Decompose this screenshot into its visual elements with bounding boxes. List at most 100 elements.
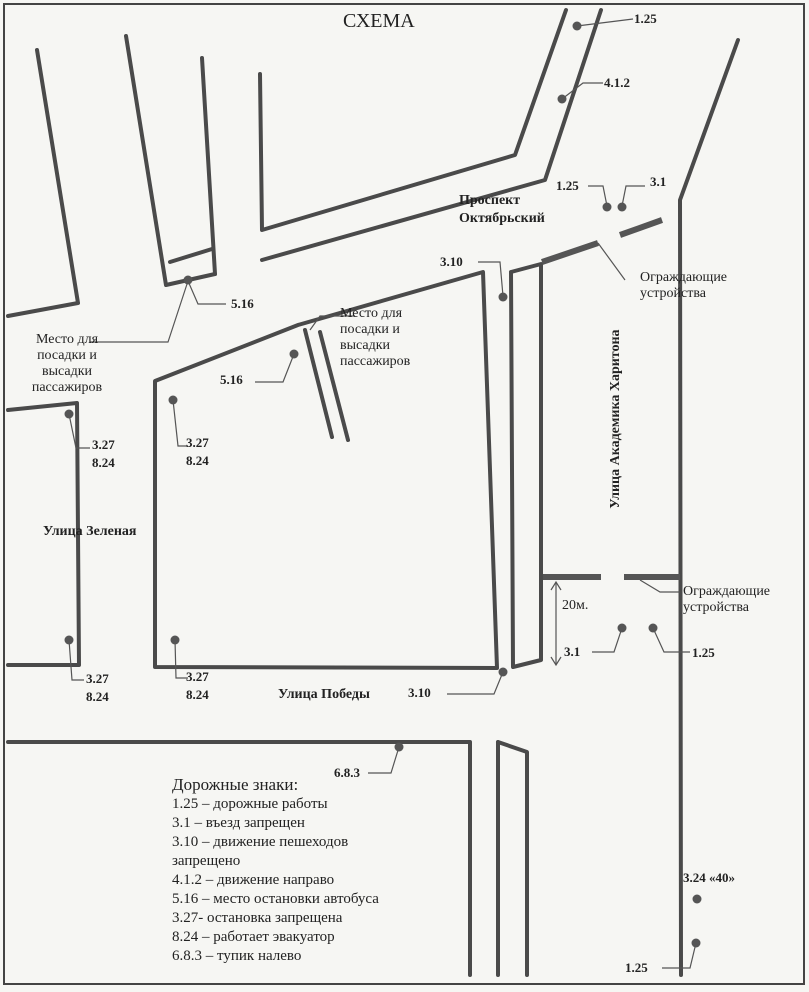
stop-bay-line-b xyxy=(318,330,350,442)
leader-125-last xyxy=(662,942,697,969)
sign-label-683: 6.8.3 xyxy=(334,765,360,780)
distance-arrow-head-top xyxy=(550,580,562,591)
sign-label-327-c: 3.27 xyxy=(86,671,109,686)
sign-label-412: 4.1.2 xyxy=(604,75,630,90)
sign-dot-310-bottom xyxy=(498,667,508,677)
sign-label-824-b: 8.24 xyxy=(186,453,209,468)
sign-label-125-mid: 1.25 xyxy=(556,178,579,193)
leader-412 xyxy=(561,82,603,100)
sign-label-824-a: 8.24 xyxy=(92,455,115,470)
leader-327-b xyxy=(172,399,188,447)
legend-item: 3.27- остановка запрещена xyxy=(172,910,343,926)
sign-label-31-top: 3.1 xyxy=(650,174,667,189)
leader-125-bottom xyxy=(652,627,690,653)
road-block-left-lower xyxy=(6,401,81,667)
road-prospekt-lower xyxy=(260,8,603,262)
road-block-top-left xyxy=(6,48,80,318)
leader-327-a xyxy=(68,413,90,449)
sign-label-31-bottom: 3.1 xyxy=(564,644,581,659)
note-stop-center: Место для посадки и высадки пассажиров xyxy=(340,306,411,369)
sign-label-310-top: 3.10 xyxy=(440,254,463,269)
leader-31-top xyxy=(621,185,645,207)
street-label-zelenaya: Улица Зеленая xyxy=(43,524,137,539)
sign-dot-683 xyxy=(394,742,404,752)
sign-dot-31-bottom xyxy=(617,623,627,633)
distance-arrow-head-bottom xyxy=(550,656,562,667)
road-center-block xyxy=(153,270,499,670)
leader-125-top xyxy=(576,18,634,27)
sign-dot-324 xyxy=(692,894,702,904)
legend-item: запрещено xyxy=(172,853,241,869)
note-barrier-top: Ограждающие устройства xyxy=(640,270,728,301)
sign-dot-327-d xyxy=(170,635,180,645)
street-label-pobedy: Улица Победы xyxy=(278,687,370,702)
legend-item: 5.16 – место остановки автобуса xyxy=(172,891,379,907)
sign-dot-31-top xyxy=(617,202,627,212)
sign-label-125-bottom: 1.25 xyxy=(692,645,715,660)
legend-item: 6.8.3 – тупик налево xyxy=(172,948,302,964)
leader-683 xyxy=(368,746,400,774)
note-stop-left: Место для посадки и высадки пассажиров xyxy=(31,332,103,395)
sign-label-824-c: 8.24 xyxy=(86,689,109,704)
leader-327-c xyxy=(68,639,84,681)
sign-dot-327-a xyxy=(64,409,74,419)
sign-dot-516-left xyxy=(183,275,193,285)
leader-31-bottom xyxy=(592,627,623,653)
leader-310-bottom xyxy=(447,671,504,695)
note-distance: 20м. xyxy=(562,598,589,613)
sign-label-310-bottom: 3.10 xyxy=(408,685,431,700)
sign-label-516-left: 5.16 xyxy=(231,296,254,311)
leader-516-left xyxy=(187,280,226,305)
road-strip-left xyxy=(124,34,217,287)
legend-item: 3.10 – движение пешеходов xyxy=(172,834,349,850)
sign-dot-125-mid xyxy=(602,202,612,212)
road-right-edge xyxy=(678,38,740,977)
street-label-akademika: Улица Академика Харитона xyxy=(608,329,623,509)
legend-item: 4.1.2 – движение направо xyxy=(172,872,335,888)
legend-item: 1.25 – дорожные работы xyxy=(172,796,328,812)
barrier-top-left xyxy=(541,240,599,265)
stop-bay-line-a xyxy=(303,328,334,439)
note-barrier-bottom: Ограждающие устройства xyxy=(683,584,771,615)
road-prospekt-upper xyxy=(258,8,568,232)
road-strip-crossbar xyxy=(168,247,214,264)
sign-label-516-center: 5.16 xyxy=(220,372,243,387)
sign-dot-327-c xyxy=(64,635,74,645)
leader-327-d xyxy=(174,639,188,679)
sign-label-125-top: 1.25 xyxy=(634,11,657,26)
sign-dot-125-top xyxy=(572,21,582,31)
leader-barrier-top xyxy=(597,242,626,281)
leader-516-center xyxy=(255,353,295,383)
sign-label-327-a: 3.27 xyxy=(92,437,115,452)
sign-dot-412 xyxy=(557,94,567,104)
leader-310-top xyxy=(478,261,504,297)
diagram-frame xyxy=(3,3,805,985)
legend-item: 3.1 – въезд запрещен xyxy=(172,815,305,831)
sign-label-824-d: 8.24 xyxy=(186,687,209,702)
sign-label-324: 3.24 «40» xyxy=(683,870,735,885)
legend-title: Дорожные знаки: xyxy=(172,775,299,794)
leader-stop-center xyxy=(309,315,355,331)
sign-label-125-last: 1.25 xyxy=(625,960,648,975)
legend: Дорожные знаки: 1.25 – дорожные работы 3… xyxy=(172,775,379,966)
legend-item: 8.24 – работает эвакуатор xyxy=(172,929,335,945)
sign-dot-310-top xyxy=(498,292,508,302)
leader-barrier-bottom xyxy=(639,579,680,593)
sign-dot-327-b xyxy=(168,395,178,405)
sign-dot-516-center xyxy=(289,349,299,359)
sign-label-327-d: 3.27 xyxy=(186,669,209,684)
sign-label-327-b: 3.27 xyxy=(186,435,209,450)
diagram-title: СХЕМА xyxy=(343,10,415,32)
street-label-prospekt: Проспект Октябрьский xyxy=(459,193,545,226)
road-block-bottom xyxy=(6,740,472,977)
leader-stop-left xyxy=(90,280,189,343)
road-median-strip xyxy=(509,262,543,669)
leader-125-mid xyxy=(588,185,608,207)
sign-dot-125-bottom xyxy=(648,623,658,633)
road-strip-left-inner xyxy=(200,56,217,276)
barrier-top-right xyxy=(618,217,664,238)
sign-dot-125-last xyxy=(691,938,701,948)
road-strip-bottom xyxy=(496,740,529,977)
